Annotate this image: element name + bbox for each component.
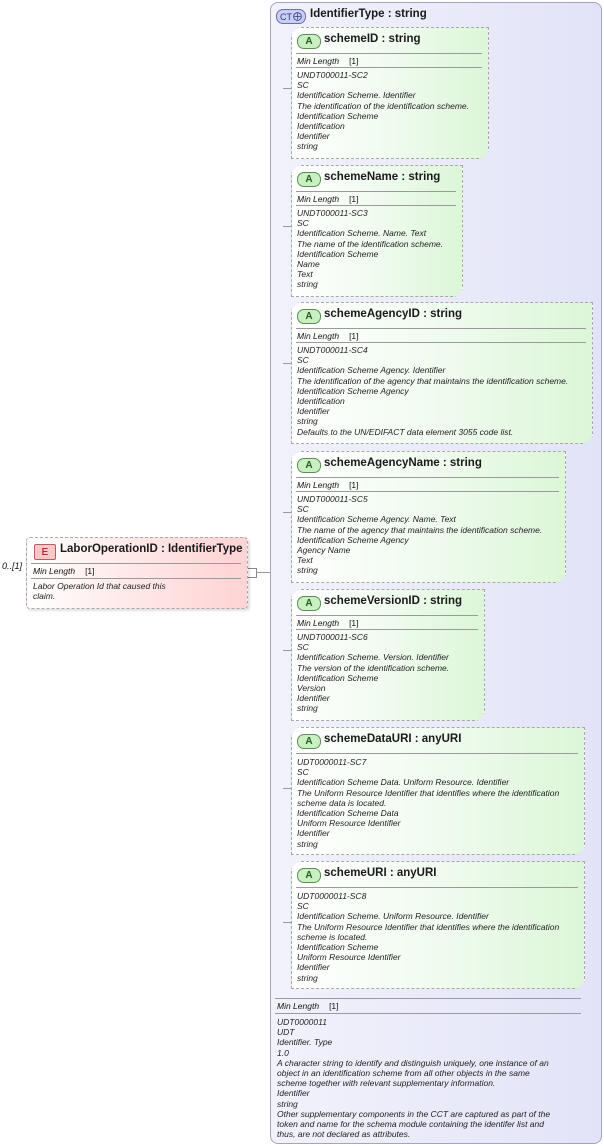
element-min-length: Min Length [1] — [33, 566, 95, 576]
attribute-badge: A — [297, 309, 321, 324]
attribute-divider — [296, 191, 456, 192]
attribute-min-length: Min Length [1] — [297, 331, 359, 341]
attribute-branch-line — [283, 226, 291, 227]
complex-type-badge: CT⨁ — [276, 9, 306, 24]
complex-type-min-length: Min Length [1] — [277, 1001, 339, 1011]
element-box[interactable]: E LaborOperationID : IdentifierType Min … — [26, 537, 248, 609]
attribute-title: schemeAgencyID : string — [324, 308, 463, 320]
attribute-divider-2 — [296, 629, 478, 630]
attribute-box[interactable]: A schemeID : string Min Length [1] UNDT00… — [291, 27, 489, 159]
attribute-divider-2 — [296, 205, 456, 206]
complex-type-badge-label: CT — [280, 11, 292, 22]
element-title: LaborOperationID : IdentifierType — [60, 543, 243, 555]
attribute-badge: A — [297, 596, 321, 611]
attribute-documentation: UNDT000011-SC5 SC Identification Scheme … — [297, 494, 543, 576]
attribute-title: schemeURI : anyURI — [324, 867, 437, 879]
attribute-box[interactable]: A schemeAgencyID : string Min Length[1] … — [291, 302, 593, 444]
attribute-box[interactable]: A schemeName : string Min Length [1] UNDT… — [291, 165, 463, 297]
attribute-min-length: Min Length [1] — [297, 194, 359, 204]
element-divider-2 — [31, 578, 241, 579]
attribute-branch-line — [283, 512, 291, 513]
attribute-branch-line — [283, 363, 291, 364]
attribute-box[interactable]: A schemeURI : anyURI UDT0000011-SC8 SC I… — [291, 861, 585, 989]
attribute-documentation: UNDT000011-SC6 SC Identification Scheme.… — [297, 632, 450, 714]
min-length-value: [1] — [85, 566, 95, 576]
attribute-badge: A — [297, 868, 321, 883]
attribute-badge: A — [297, 458, 321, 473]
attribute-title: schemeID : string — [324, 33, 421, 45]
attribute-branch-line — [283, 788, 291, 789]
attribute-badge: A — [297, 734, 321, 749]
attribute-title: schemeVersionID : string — [324, 595, 463, 607]
sequence-connector-icon — [247, 568, 257, 578]
attribute-min-length: Min Length [1] — [297, 56, 359, 66]
attribute-documentation: UNDT000011-SC2 SC Identification Scheme.… — [297, 70, 469, 152]
min-length-label: Min Length — [277, 1001, 320, 1011]
min-length-label: Min Length — [297, 480, 340, 490]
complex-type-divider-2 — [275, 1013, 581, 1014]
attribute-badge: A — [297, 34, 321, 49]
attribute-divider — [296, 53, 482, 54]
complex-type-documentation: UDT0000011 UDT Identifier. Type 1.0 A ch… — [277, 1017, 551, 1140]
attribute-box[interactable]: A schemeAgencyName : string Min Length [1… — [291, 451, 566, 583]
min-length-label: Min Length — [297, 194, 340, 204]
element-divider — [31, 563, 241, 564]
attribute-branch-line — [283, 922, 291, 923]
attribute-documentation: UDT0000011-SC8 SC Identification Scheme.… — [297, 891, 560, 983]
attribute-branch-line — [283, 88, 291, 89]
min-length-label: Min Length — [33, 566, 76, 576]
attribute-divider — [296, 615, 478, 616]
element-badge: E — [34, 544, 56, 560]
min-length-value: [1] — [349, 194, 359, 204]
min-length-value: [1] — [349, 56, 359, 66]
min-length-label: Min Length — [297, 618, 340, 628]
element-documentation: Labor Operation Id that caused this clai… — [33, 581, 166, 602]
attribute-divider-2 — [296, 342, 586, 343]
attribute-min-length: Min Length [1] — [297, 618, 359, 628]
min-length-value: [1] — [329, 1001, 339, 1011]
attribute-title: schemeAgencyName : string — [324, 457, 482, 469]
connector-to-type — [256, 572, 270, 573]
attribute-documentation: UNDT000011-SC4 SC Identification Scheme … — [297, 345, 569, 437]
attribute-documentation: UNDT000011-SC3 SC Identification Scheme.… — [297, 208, 443, 290]
attribute-min-length: Min Length [1] — [297, 480, 359, 490]
min-length-value: [1] — [349, 480, 359, 490]
attribute-divider-2 — [296, 491, 559, 492]
attribute-divider — [296, 328, 586, 329]
attribute-divider — [296, 753, 578, 754]
attribute-box[interactable]: A schemeVersionID : string Min Length [1]… — [291, 589, 485, 721]
attribute-title: schemeName : string — [324, 171, 441, 183]
element-cardinality: 0..[1] — [2, 561, 23, 571]
attribute-title: schemeDataURI : anyURI — [324, 733, 462, 745]
attribute-documentation: UDT0000011-SC7 SC Identification Scheme … — [297, 757, 560, 849]
attribute-divider — [296, 477, 559, 478]
attribute-badge: A — [297, 172, 321, 187]
complex-type-title: IdentifierType : string — [310, 8, 427, 20]
complex-type-divider — [275, 998, 581, 999]
min-length-label: Min Length — [297, 331, 340, 341]
min-length-value: [1] — [349, 331, 359, 341]
plus-icon: ⨁ — [293, 11, 302, 21]
attribute-box[interactable]: A schemeDataURI : anyURI UDT0000011-SC7 … — [291, 727, 585, 855]
attribute-branch-line — [283, 650, 291, 651]
min-length-value: [1] — [349, 618, 359, 628]
min-length-label: Min Length — [297, 56, 340, 66]
attribute-divider-2 — [296, 67, 482, 68]
attribute-divider — [296, 887, 578, 888]
